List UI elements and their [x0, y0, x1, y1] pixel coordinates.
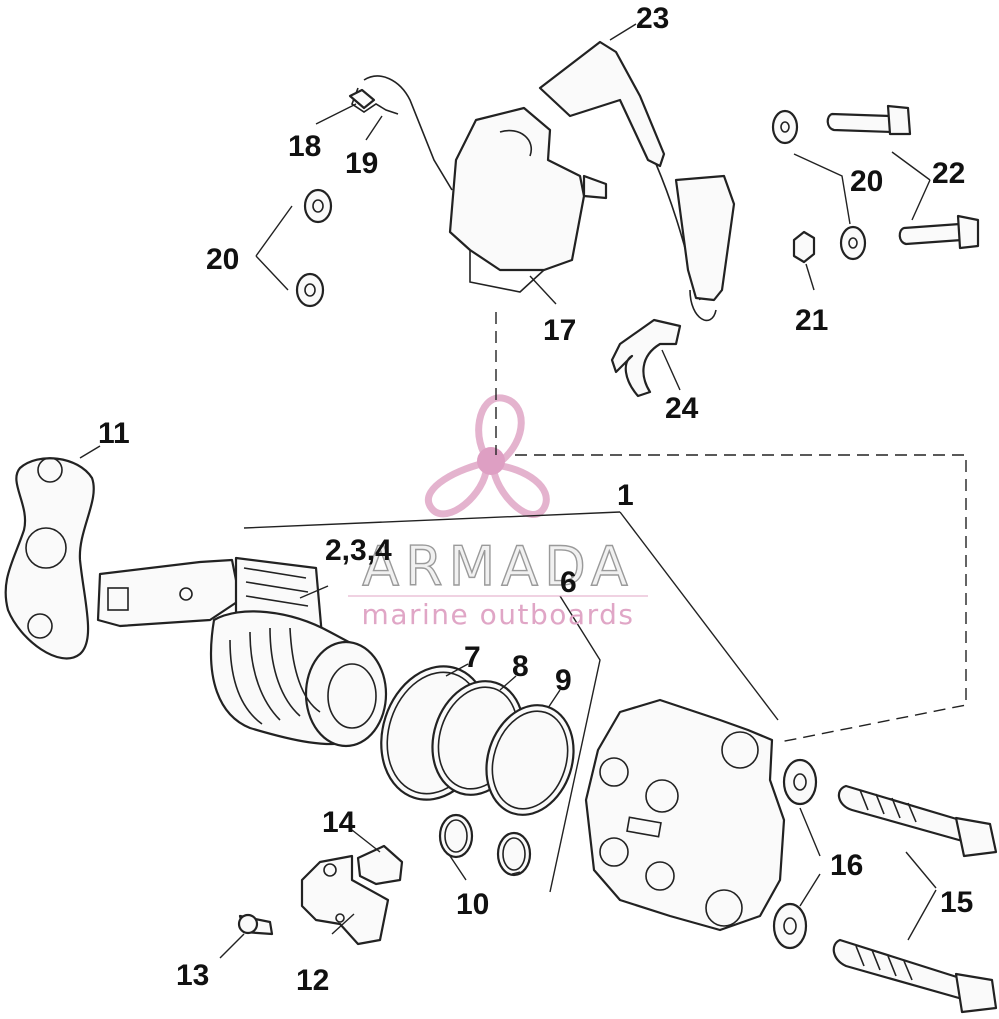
boot-23	[538, 40, 736, 322]
leader-lines	[79, 23, 937, 959]
plate-12	[300, 854, 390, 946]
callout-22: 22	[932, 157, 965, 190]
callouts: 1 2,3,4 6 7 8 9 10 11 12 13 14 15 16 17 …	[98, 2, 973, 997]
callout-8: 8	[512, 650, 529, 683]
propeller-logo-icon	[424, 394, 550, 518]
callout-9: 9	[555, 664, 572, 697]
callout-18: 18	[288, 130, 321, 163]
hardware-right	[771, 104, 980, 264]
sensor-body	[210, 610, 388, 748]
lead-wire-18-19	[348, 75, 453, 191]
o-rings	[380, 665, 575, 816]
callout-10: 10	[456, 888, 489, 921]
callout-24: 24	[665, 392, 699, 425]
callout-14: 14	[322, 806, 356, 839]
callout-12: 12	[296, 964, 329, 997]
callout-20-right: 20	[850, 165, 883, 198]
gasket-plate	[4, 457, 95, 660]
callout-7: 7	[464, 641, 481, 674]
coil-17	[448, 106, 608, 293]
washers-16	[772, 758, 818, 950]
bolts-15	[832, 784, 998, 1014]
callout-15: 15	[940, 886, 973, 919]
callout-6: 6	[560, 566, 577, 599]
callout-2-3-4: 2,3,4	[325, 534, 392, 567]
callout-19: 19	[345, 147, 378, 180]
callout-21: 21	[795, 304, 828, 337]
callout-23: 23	[636, 2, 669, 35]
clip-14	[356, 844, 404, 886]
clip-24	[610, 318, 682, 398]
callout-1: 1	[617, 479, 634, 512]
callout-20-left: 20	[206, 243, 239, 276]
callout-11: 11	[98, 417, 130, 450]
callout-13: 13	[176, 959, 209, 992]
callout-17: 17	[543, 314, 576, 347]
watermark-brand: ARMADA	[362, 535, 634, 598]
small-seals	[438, 813, 532, 877]
watermark-tagline: marine outboards	[362, 598, 635, 631]
assembly-dashed-lines	[495, 312, 967, 743]
housing	[584, 698, 786, 932]
washers-20-left	[295, 188, 333, 308]
callout-16: 16	[830, 849, 863, 882]
screw-13	[237, 913, 274, 936]
